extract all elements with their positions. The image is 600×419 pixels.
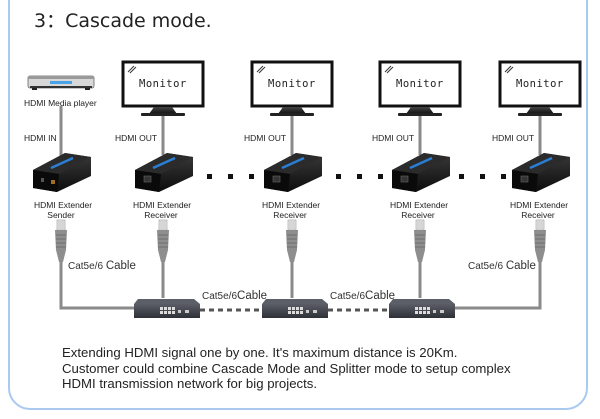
hdmi-cables	[59, 106, 542, 158]
receiver-label-line2: Receiver	[144, 210, 178, 220]
receiver-label-line1: HDMI Extender	[262, 200, 321, 210]
sender-label-line1: HDMI Extender	[34, 200, 93, 210]
ethernet-cable-left	[59, 262, 137, 310]
cable-label-right: Cat5e/6 Cable	[468, 260, 536, 272]
monitor-screen-text: Monitor	[516, 78, 564, 90]
cable-word: Cable	[105, 260, 136, 272]
media-player-icon	[27, 75, 95, 90]
receiver-label: HDMI Extender Receiver	[133, 200, 192, 220]
ethernet-cable-right	[455, 262, 542, 310]
cable-type: Cat5e/6	[330, 291, 366, 302]
cable-label-link2: Cat5e/6Cable	[330, 290, 395, 302]
page-title: 3：Cascade mode.	[34, 10, 212, 32]
hdmi-in-label: HDMI IN	[24, 133, 57, 143]
monitor-icon	[121, 60, 205, 116]
monitor-icon	[378, 60, 462, 116]
monitor-screen-text: Monitor	[396, 78, 444, 90]
hdmi-out-label: HDMI OUT	[372, 133, 415, 143]
hdmi-out-label: HDMI OUT	[492, 133, 535, 143]
rj45-plug-icon	[534, 219, 546, 262]
description-line: Customer could combine Cascade Mode and …	[62, 360, 511, 376]
cable-type: Cat5e/6	[202, 291, 238, 302]
description: Extending HDMI signal one by one. It's m…	[62, 345, 511, 392]
cable-type: Cat5e/6	[68, 261, 104, 272]
cable-type: Cat5e/6	[468, 261, 504, 272]
extender-sender-icon	[33, 153, 91, 192]
receiver-label-line1: HDMI Extender	[510, 200, 569, 210]
rj45-plug-icon	[286, 219, 298, 262]
receiver-label: HDMI Extender Receiver	[262, 200, 321, 220]
monitor-screen-text: Monitor	[268, 78, 316, 90]
extender-receiver-icon	[512, 153, 570, 192]
receiver-label: HDMI Extender Receiver	[390, 200, 449, 220]
cable-word: Cable	[365, 290, 396, 302]
receiver-label-line1: HDMI Extender	[133, 200, 192, 210]
extender-receiver-icon	[264, 153, 322, 192]
description-line: Extending HDMI signal one by one. It's m…	[62, 345, 458, 360]
receiver-label-line2: Receiver	[401, 210, 435, 220]
cable-label-link1: Cat5e/6Cable	[202, 290, 267, 302]
sender-label: HDMI Extender Sender	[34, 200, 93, 220]
rj45-plug-icon	[55, 219, 67, 262]
network-switch-icon	[389, 299, 455, 318]
rj45-plug-icon	[414, 219, 426, 262]
description-line: HDMI transmission network for big projec…	[62, 376, 318, 391]
monitor-icon	[250, 60, 334, 116]
receiver-label-line2: Receiver	[521, 210, 555, 220]
receiver-label-line2: Receiver	[273, 210, 307, 220]
ethernet-cables	[59, 262, 542, 310]
hdmi-out-label: HDMI OUT	[244, 133, 287, 143]
cable-label-left: Cat5e/6 Cable	[68, 260, 136, 272]
extender-receiver-icon	[392, 153, 450, 192]
monitor-icon	[498, 60, 582, 116]
extender-receiver-icon	[135, 153, 193, 192]
media-player-label: HDMI Media player	[24, 98, 97, 108]
receiver-label-line1: HDMI Extender	[390, 200, 449, 210]
network-switch-icon	[134, 299, 200, 318]
cable-word: Cable	[505, 260, 536, 272]
receiver-label: HDMI Extender Receiver	[510, 200, 569, 220]
hdmi-out-label: HDMI OUT	[115, 133, 158, 143]
rj45-plug-icon	[157, 219, 169, 262]
monitor-screen-text: Monitor	[139, 78, 187, 90]
network-switch-icon	[262, 299, 328, 318]
content-frame	[8, 0, 588, 410]
cable-word: Cable	[237, 290, 268, 302]
sender-label-line2: Sender	[47, 210, 75, 220]
continuation-dots	[207, 174, 506, 179]
